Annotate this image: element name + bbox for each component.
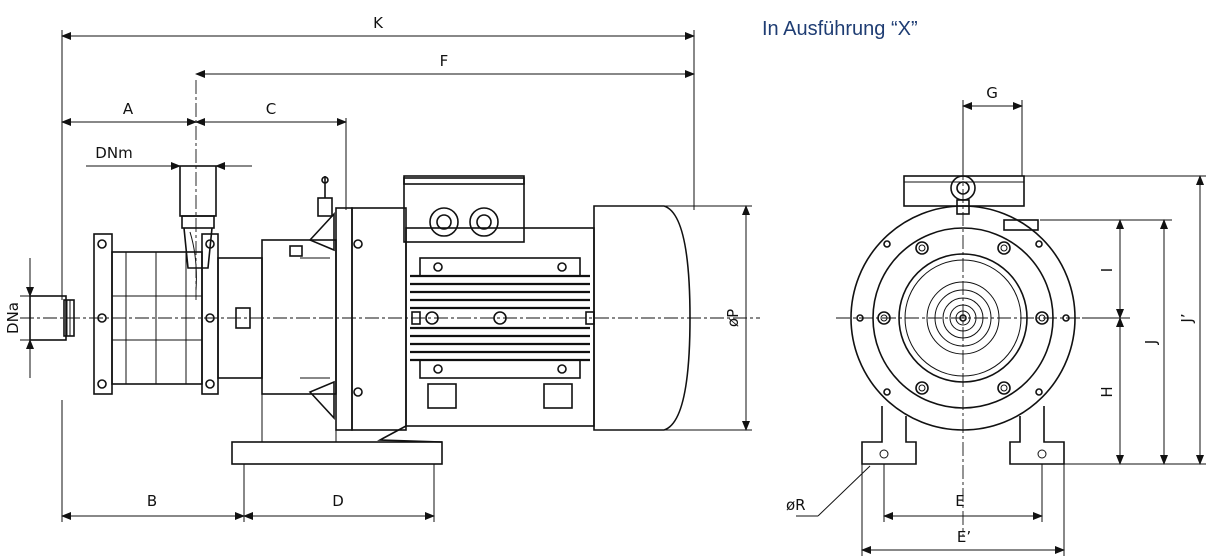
- dimension-label-E-prime: E’: [957, 528, 971, 546]
- dimension-label-A: A: [123, 100, 134, 118]
- dimension-label-DNm: DNm: [95, 144, 132, 162]
- dimension-label-C: C: [266, 100, 276, 118]
- dimension-label-K: K: [373, 14, 384, 32]
- dimension-label-D: D: [332, 492, 344, 510]
- dimension-label-P: øP: [724, 309, 742, 327]
- dimension-label-J-prime: J’: [1178, 313, 1196, 323]
- dimension-label-H: H: [1098, 386, 1116, 397]
- dimension-label-DNa: DNa: [4, 302, 22, 334]
- side-view: [20, 80, 760, 465]
- dimension-label-B: B: [147, 492, 157, 510]
- variant-heading: In Ausführung “X”: [762, 18, 918, 40]
- front-view: [836, 120, 1090, 536]
- dimension-label-G: G: [986, 84, 998, 102]
- front-view-dimensions: G I H J J’ øR E E’: [786, 84, 1206, 556]
- dimension-label-R: øR: [786, 496, 806, 514]
- dimension-label-I: I: [1098, 268, 1116, 272]
- side-view-dimensions: K F A C DNm DNa B D øP: [4, 14, 752, 522]
- dimension-label-J: J: [1142, 340, 1160, 345]
- dimension-label-E: E: [955, 492, 964, 510]
- dimension-label-F: F: [440, 52, 449, 70]
